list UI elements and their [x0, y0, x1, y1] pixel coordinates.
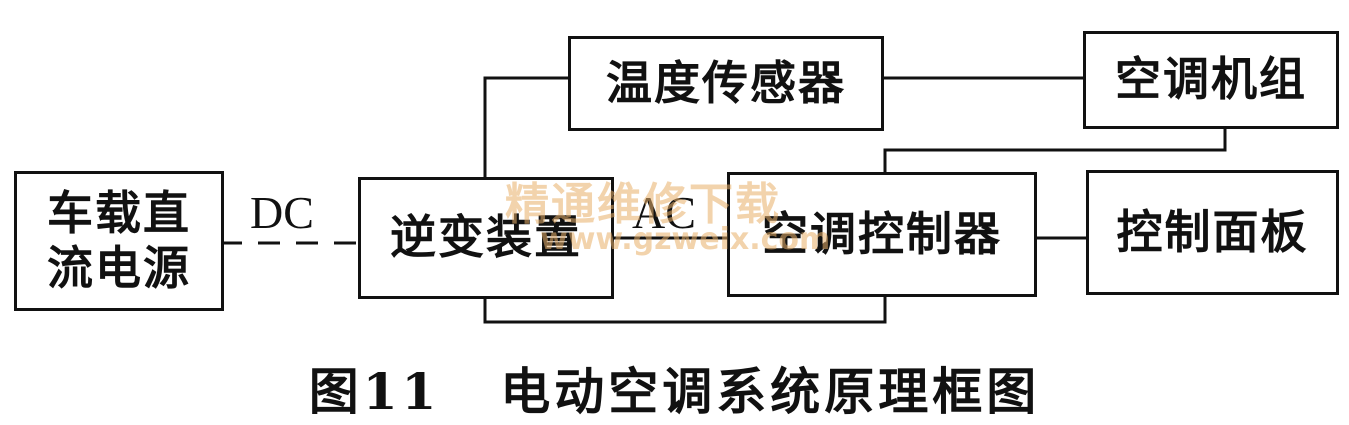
- figure-caption: 图11 电动空调系统原理框图: [0, 352, 1349, 424]
- temperature-sensor-box: 温度传感器: [568, 36, 884, 131]
- ac-unit-label: 空调机组: [1115, 52, 1307, 107]
- ac-controller-label: 空调控制器: [762, 206, 1002, 261]
- ac-unit-box: 空调机组: [1083, 31, 1339, 129]
- figure-title: 电动空调系统原理框图: [500, 362, 1041, 421]
- watermark-url: www.gzweix.com: [540, 222, 831, 257]
- power-supply-label: 车载直 流电源: [47, 185, 191, 295]
- unit-to-controller-line: [883, 128, 1227, 173]
- ac-controller-box: 空调控制器: [727, 172, 1037, 297]
- power-supply-box: 车载直 流电源: [14, 171, 224, 311]
- inverter-label: 逆变装置: [390, 210, 582, 265]
- inverter-to-sensor-line: [483, 76, 570, 178]
- ac-label: AC: [632, 187, 696, 238]
- inverter-box: 逆变装置: [358, 177, 614, 299]
- dc-label: DC: [250, 187, 314, 238]
- watermark-title: 精通维修下载: [505, 179, 781, 230]
- temperature-sensor-label: 温度传感器: [606, 55, 846, 110]
- control-panel-label: 控制面板: [1116, 204, 1309, 259]
- inverter-controller-bottom-loop: [483, 296, 887, 324]
- figure-number: 图11: [308, 362, 441, 421]
- control-panel-box: 控制面板: [1086, 170, 1339, 295]
